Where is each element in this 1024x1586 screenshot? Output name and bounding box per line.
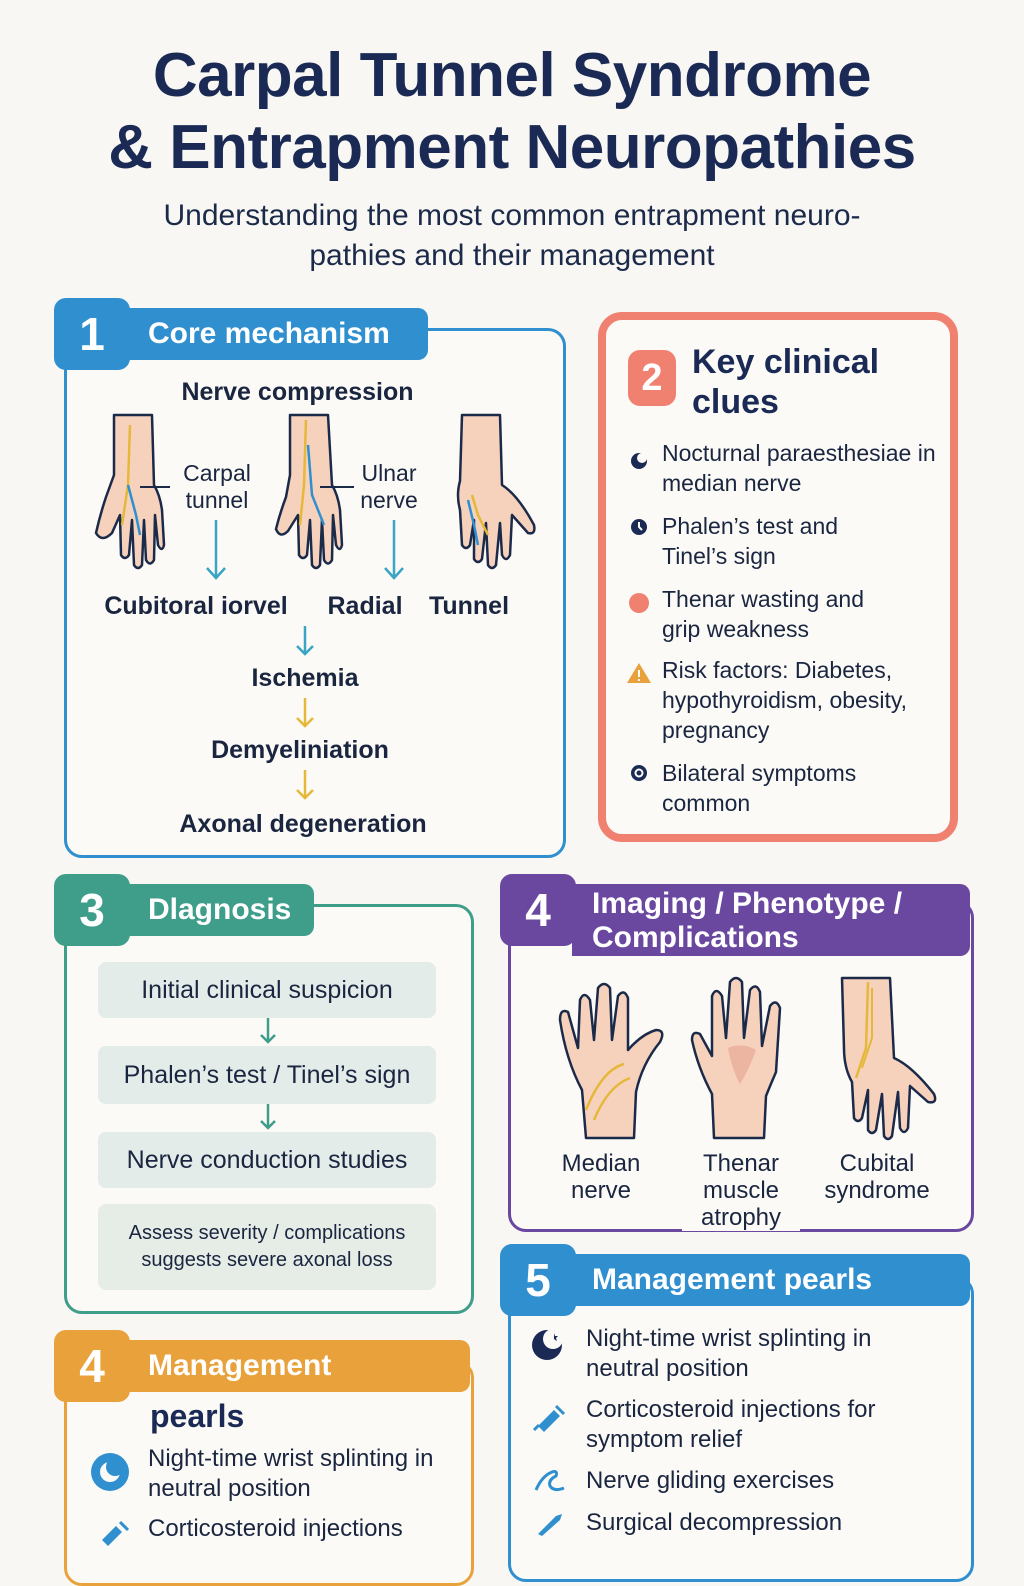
diagnosis-step-3: Nerve conduction studies xyxy=(98,1132,436,1188)
flow-axonal-degeneration: Axonal degeneration xyxy=(179,810,427,838)
section-4b-title-line-2: pearls xyxy=(150,1398,245,1434)
row-label-cubitoral: Cubitoral iorvel xyxy=(104,592,288,620)
section-3-title: Dlagnosis xyxy=(128,884,314,936)
clock-icon xyxy=(631,519,647,535)
management-item: Surgical decompression xyxy=(586,1509,843,1536)
flow-demyelination: Demyeliniation xyxy=(211,736,389,764)
section-5-number: 5 xyxy=(500,1244,576,1316)
section-4-title: Imaging / Phenotype / Complications xyxy=(572,884,970,956)
hand-illustration-1 xyxy=(94,413,166,570)
diagnosis-step-1: Initial clinical suspiсion xyxy=(98,962,436,1018)
hand-illustration-2 xyxy=(274,413,344,570)
hand-icon xyxy=(534,1470,565,1492)
moon-icon xyxy=(631,453,647,469)
arrow-down-icon xyxy=(296,626,314,656)
arrow-down-icon xyxy=(296,770,314,800)
section-4-title-line-1: Imaging / Phenotype / xyxy=(592,887,903,920)
management-item: Nerve gliding exercises xyxy=(586,1467,835,1494)
dot-icon xyxy=(629,593,649,613)
image-label-thenar-atrophy: Thenar muscle atrophy xyxy=(682,1150,800,1231)
management-item: Night-time wrist splinting in neutral po… xyxy=(586,1325,872,1382)
pointer-line-1 xyxy=(140,486,170,488)
management-item: Night-time wrist splinting in neutral po… xyxy=(148,1445,434,1502)
moon-icon xyxy=(532,1329,563,1360)
image-label-median-nerve: Median nerve xyxy=(561,1150,641,1204)
syringe-icon xyxy=(532,1404,566,1432)
section-1-title: Core mechanism xyxy=(128,308,428,360)
diagnosis-step-2: Phalen’s test / Tinel’s sign xyxy=(98,1046,436,1104)
diagnosis-final-line-2: suggests severe axonal loss xyxy=(141,1249,393,1271)
image-label-cubital-syndrome: Cubital syndrome xyxy=(824,1150,930,1204)
management-item: Corticosteroid injections for symptom re… xyxy=(586,1396,876,1453)
title-line-1: Carpal Tunnel Syndrome xyxy=(152,41,872,110)
section-2-number: 2 xyxy=(628,350,676,406)
row-label-radial: Radial xyxy=(327,592,403,620)
mechanism-heading: Nerve compression xyxy=(181,378,414,406)
median-nerve-hand-illustration xyxy=(558,982,664,1140)
flow-ischemia: Ischemia xyxy=(251,664,359,692)
section-4-title-line-2: Complications xyxy=(592,921,799,954)
diagnosis-final-line-1: Assess severity / complications xyxy=(128,1222,406,1244)
section-1-number: 1 xyxy=(54,298,130,370)
diagnosis-final-step: Assess severity / complications suggests… xyxy=(98,1204,436,1290)
section-3-number: 3 xyxy=(54,874,130,946)
section-5-card xyxy=(508,1276,974,1582)
page-title: Carpal Tunnel Syndrome & Entrapment Neur… xyxy=(0,40,1024,184)
row-label-tunnel: Tunnel xyxy=(428,592,510,620)
subtitle-line-1: Understanding the most common entrapment… xyxy=(163,199,861,232)
page-subtitle: Understanding the most common entrapment… xyxy=(60,196,964,276)
section-2-title: Key clinical clues xyxy=(692,343,880,421)
clue-item: Nocturnal paraesthesiae in median nerve xyxy=(662,440,936,496)
arrow-down-icon xyxy=(260,1104,276,1130)
title-line-2: & Entrapment Neuropathies xyxy=(108,113,916,182)
moon-icon xyxy=(91,1453,129,1491)
management-item: Corticosteroid injections xyxy=(148,1515,403,1542)
section-4b-title: Management xyxy=(128,1340,470,1392)
syringe-icon xyxy=(102,1520,130,1546)
cycle-icon xyxy=(631,765,647,781)
cubital-syndrome-hand-illustration xyxy=(840,976,937,1141)
hand-illustration-3 xyxy=(456,413,536,570)
arrow-down-icon xyxy=(206,520,226,580)
arrow-down-icon xyxy=(296,698,314,728)
clue-item: Risk factors: Diabetes, hypothyroidism, … xyxy=(662,657,908,743)
section-5-title: Management pearls xyxy=(572,1254,970,1306)
section-4-number: 4 xyxy=(500,874,576,946)
subtitle-line-2: pathies and their management xyxy=(309,239,715,272)
clue-item: Phalen’s test and Tinel’s sign xyxy=(662,513,839,569)
clue-item: Thenar wasting and grip weakness xyxy=(662,586,865,642)
warning-icon xyxy=(627,663,651,683)
section-4b-number: 4 xyxy=(54,1330,130,1402)
clue-item: Bilateral symptoms common xyxy=(662,760,857,816)
hand-label-ulnar-nerve: Ulnar nerve xyxy=(360,460,418,513)
arrow-down-icon xyxy=(260,1018,276,1044)
hand-label-carpal-tunnel: Carpal tunnel xyxy=(183,460,251,513)
pointer-line-2 xyxy=(320,486,354,488)
scalpel-icon xyxy=(538,1514,562,1536)
thenar-atrophy-hand-illustration xyxy=(690,976,782,1140)
arrow-down-icon xyxy=(384,520,404,580)
